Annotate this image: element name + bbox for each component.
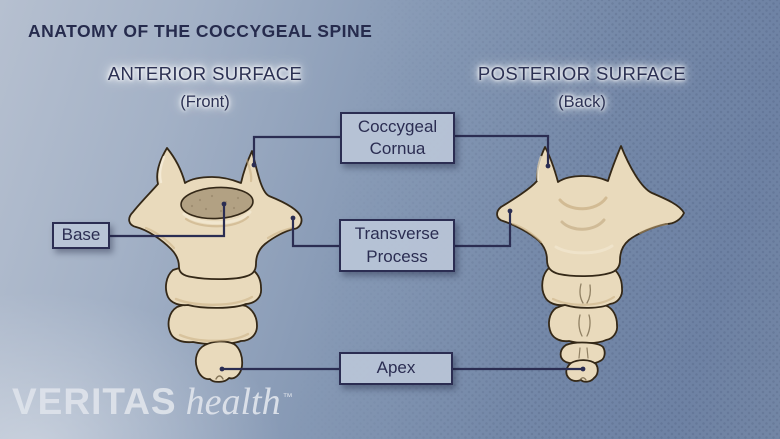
- transverse-pointer-dot-left: [290, 215, 296, 221]
- transverse-process-label: Transverse Process: [339, 219, 455, 272]
- anterior-surface-subheading: (Front): [180, 93, 230, 111]
- posterior-surface-heading: POSTERIOR SURFACE: [477, 63, 687, 84]
- logo-brand-text: VERITAS: [12, 381, 177, 422]
- anterior-surface-block: ANTERIOR SURFACE (Front): [55, 63, 355, 112]
- apex-label: Apex: [339, 352, 453, 385]
- logo-trademark: ™: [282, 392, 293, 403]
- base-connector: [110, 204, 226, 238]
- veritas-health-logo: VERITAS health ™: [12, 380, 293, 424]
- apex-pointer-dot-right: [580, 366, 586, 372]
- coccygeal-cornua-label: Coccygeal Cornua: [340, 112, 455, 164]
- cornua-pointer-dot-right: [545, 163, 551, 169]
- base-pointer-dot: [221, 201, 227, 207]
- anterior-coccyx-drawing: [128, 147, 303, 383]
- transverse-connector-right: [455, 211, 512, 248]
- logo-name-text: health: [185, 381, 281, 423]
- cornua-connector-right: [455, 134, 550, 166]
- connector-lines: [110, 134, 586, 372]
- posterior-surface-subheading: (Back): [558, 93, 606, 111]
- posterior-coccyx-drawing: [496, 145, 685, 383]
- transverse-connector-left: [291, 218, 340, 248]
- cornua-connector-left: [252, 135, 340, 165]
- posterior-surface-block: POSTERIOR SURFACE (Back): [432, 63, 732, 112]
- anterior-surface-heading: ANTERIOR SURFACE: [107, 63, 303, 84]
- transverse-pointer-dot-right: [507, 208, 513, 214]
- page-title: ANATOMY OF THE COCCYGEAL SPINE: [28, 21, 373, 41]
- base-label: Base: [52, 222, 110, 249]
- apex-pointer-dot-left: [219, 366, 225, 372]
- cornua-pointer-dot-left: [251, 162, 257, 168]
